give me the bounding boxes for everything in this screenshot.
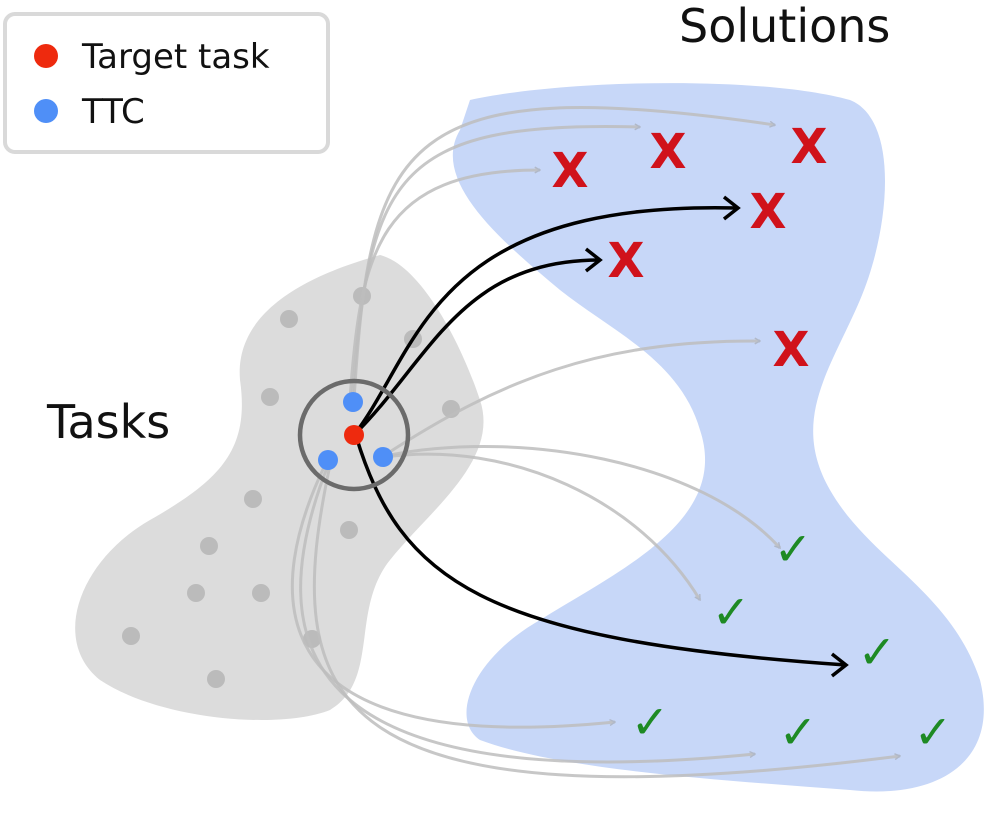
fail-mark: X — [749, 184, 786, 240]
legend-box — [3, 12, 330, 154]
legend-label-target-task: Target task — [81, 37, 270, 77]
task-dot — [252, 584, 270, 602]
tasks-region — [75, 255, 484, 720]
strong-arrow-head — [722, 195, 741, 221]
success-marks: ✓ ✓ ✓ ✓ ✓ ✓ — [631, 522, 953, 759]
task-dot — [340, 521, 358, 539]
blue-dot-icon — [34, 99, 58, 123]
faded-arrow — [312, 464, 900, 779]
faded-arrow — [389, 445, 782, 548]
solutions-label: Solutions — [679, 0, 890, 53]
faded-arrow — [384, 341, 760, 457]
success-mark: ✓ — [914, 705, 953, 759]
ttc-dots — [318, 392, 393, 470]
strong-arrow-head — [584, 247, 603, 273]
success-mark: ✓ — [631, 695, 670, 749]
success-mark: ✓ — [774, 522, 813, 576]
task-dot — [261, 388, 279, 406]
legend: Target task TTC — [3, 12, 330, 154]
strong-arrows — [352, 195, 849, 678]
ttc-dot — [318, 450, 338, 470]
success-mark: ✓ — [712, 585, 751, 639]
strong-arrow — [352, 258, 601, 437]
fail-mark: X — [649, 124, 686, 180]
task-dot — [207, 670, 225, 688]
tasks-label: Tasks — [46, 395, 170, 449]
success-mark: ✓ — [858, 625, 897, 679]
faded-arrow — [384, 452, 702, 600]
fail-mark: X — [772, 322, 809, 378]
task-dot — [187, 584, 205, 602]
faded-arrow — [352, 106, 775, 401]
strong-arrow — [354, 435, 847, 667]
fail-marks: X X X X X X — [551, 119, 827, 378]
task-dot — [244, 490, 262, 508]
sampling-circle — [297, 378, 411, 492]
strong-arrow-head — [830, 652, 849, 678]
faded-arrow — [348, 170, 540, 401]
success-mark: ✓ — [779, 705, 818, 759]
strong-arrow — [352, 206, 739, 437]
target-task-dot — [344, 425, 364, 445]
legend-label-ttc: TTC — [81, 92, 145, 132]
task-dot — [200, 537, 218, 555]
task-dot — [122, 627, 140, 645]
red-dot-icon — [34, 44, 58, 68]
task-dot — [280, 310, 298, 328]
faded-arrow — [290, 464, 615, 729]
fail-mark: X — [790, 119, 827, 175]
solutions-region — [452, 83, 984, 792]
fail-mark: X — [551, 143, 588, 199]
fail-mark: X — [607, 233, 644, 289]
ttc-dot — [343, 392, 363, 412]
ttc-dot — [373, 447, 393, 467]
faded-arrows — [290, 106, 900, 779]
